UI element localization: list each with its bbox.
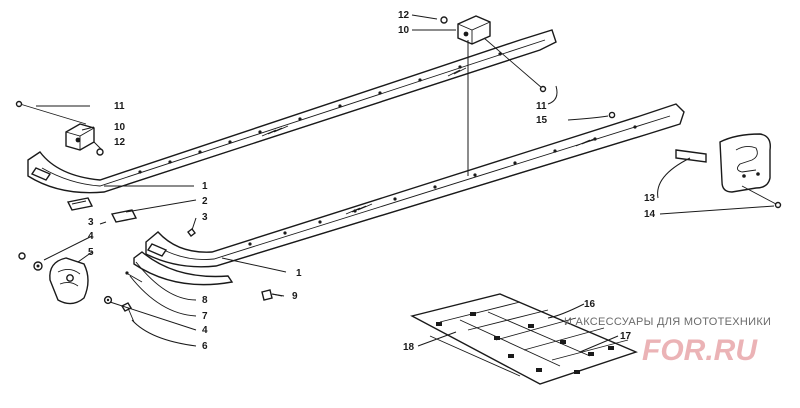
callout-18: 18	[403, 342, 415, 353]
callout-5: 5	[88, 247, 94, 258]
bolt-6	[121, 302, 135, 323]
callout-17: 17	[620, 331, 632, 342]
callout-6: 6	[202, 341, 208, 352]
watermark-text: И АКСЕССУАРЫ ДЛЯ МОТОТЕХНИКИ	[564, 316, 771, 328]
callout-13: 13	[644, 193, 656, 204]
callout-10-top: 10	[398, 25, 410, 36]
washer-4	[103, 295, 113, 305]
callout-12-top: 12	[398, 10, 410, 21]
rail-end-cap	[18, 252, 89, 305]
lower-slide-rail	[145, 103, 685, 268]
callout-11-left: 11	[114, 101, 125, 112]
callout-7: 7	[202, 311, 208, 322]
callout-1-upper: 1	[202, 181, 208, 192]
callout-2: 2	[202, 196, 208, 207]
rail-end-plate	[608, 111, 782, 209]
callout-10-left: 10	[114, 122, 126, 133]
rivet-3	[187, 228, 196, 237]
callout-labels: 12 10 11 11 10 12 15 1 1 2 3 3 4 5 7 8 9…	[88, 10, 656, 353]
mount-block-top	[440, 15, 547, 93]
spacer-bushing-right	[110, 209, 138, 223]
mount-block-left	[15, 100, 104, 156]
callout-15: 15	[536, 115, 548, 126]
callout-14: 14	[644, 209, 656, 220]
spacer-bushing-left	[66, 197, 94, 211]
leader-lines	[36, 14, 775, 353]
callout-4-left: 4	[88, 231, 94, 242]
watermark: И АКСЕССУАРЫ ДЛЯ МОТОТЕХНИКИ FOR.RU	[564, 316, 771, 367]
callout-12-left: 12	[114, 137, 126, 148]
callout-1-lower: 1	[296, 268, 302, 279]
screw-7	[125, 271, 143, 283]
callout-4-bottom: 4	[202, 325, 208, 336]
wear-strip	[133, 251, 234, 286]
callout-16: 16	[584, 299, 596, 310]
callout-8: 8	[202, 295, 208, 306]
callout-3-right: 3	[202, 212, 208, 223]
callout-9: 9	[292, 291, 298, 302]
track-section	[410, 293, 638, 385]
callout-3-left: 3	[88, 217, 94, 228]
upper-slide-rail	[27, 29, 557, 194]
callout-11-top: 11	[536, 101, 547, 112]
watermark-logo: FOR.RU	[642, 334, 758, 367]
